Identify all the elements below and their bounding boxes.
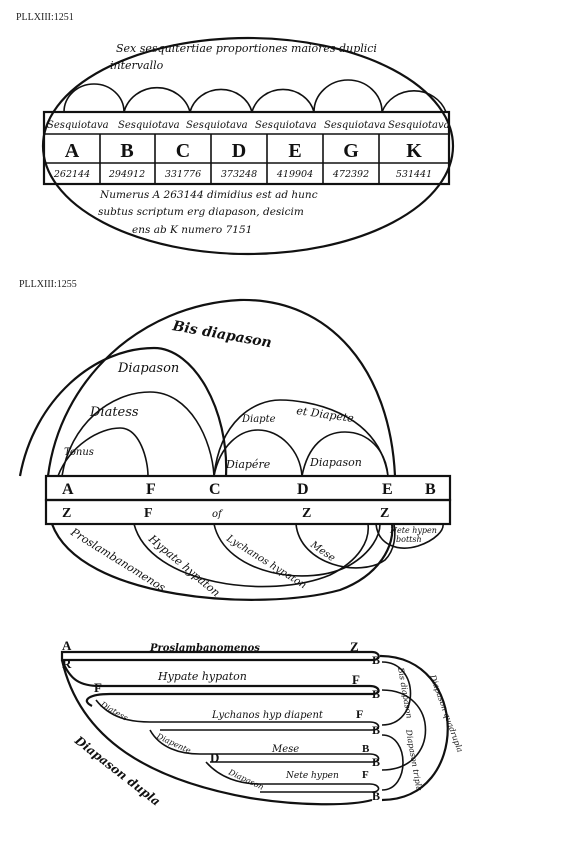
fig3-staves: [60, 650, 380, 806]
figure1-label: PLLXIII:1251: [16, 12, 74, 23]
fig3-right-label: Diapason tripla: [404, 728, 424, 792]
fig1-note: B: [120, 140, 133, 162]
fig2-label-et-diapente: et Diapete: [296, 404, 356, 425]
fig3-label-diapason-dupla: Diapason dupla: [71, 733, 163, 809]
fig1-table: [42, 110, 451, 186]
fig2-arc-diapente: [213, 399, 389, 477]
fig2-label-diapason-small: Diapason: [309, 456, 362, 469]
fig3-label-diapente: Diapente: [154, 731, 192, 755]
figure3: A R F D Proslambanomenos Z Hypate hypato…: [60, 638, 465, 809]
fig3-b-mark: B: [372, 687, 380, 701]
fig2-arc-diapente-small: [213, 429, 303, 477]
fig3-right-loops: [379, 654, 449, 802]
fig3-row-right: F: [356, 707, 363, 721]
fig2-arc-tonus: [57, 427, 149, 477]
fig1-ratio-label: Sesquiotava: [186, 120, 248, 131]
fig3-left-letter: A: [62, 638, 72, 653]
fig1-number: 373248: [221, 169, 257, 180]
fig1-caption-bottom-1: Numerus A 263144 dimidius est ad hunc: [99, 189, 318, 201]
fig3-row-right: F: [362, 769, 369, 781]
fig1-arcs: [63, 79, 447, 113]
fig3-left-letter: D: [210, 750, 219, 765]
fig3-left-letter: F: [94, 680, 102, 695]
fig1-number: 419904: [276, 169, 313, 180]
fig3-row-text: Nete hypen: [285, 771, 339, 781]
fig1-number: 331776: [165, 169, 201, 180]
fig1-note: K: [406, 140, 422, 162]
fig2-curve-hypate: [133, 523, 370, 588]
fig1-note: G: [343, 140, 359, 162]
fig1-ratio-label: Sesquiotava: [388, 120, 450, 131]
fig1-note: C: [176, 140, 190, 162]
fig1-ratio-label: Sesquiotava: [255, 120, 317, 131]
fig2-bottom-letter: F: [144, 506, 153, 521]
fig3-row-text: Proslambanomenos: [149, 643, 260, 654]
fig3-left-letter: R: [62, 656, 72, 671]
fig2-top-letter: E: [382, 481, 393, 498]
fig2-top-letter: B: [425, 481, 436, 498]
fig2-label-diapente-upper: Diapte: [241, 414, 276, 425]
fig2-arc-bis-diapason: [46, 298, 397, 477]
fig1-caption-bottom-2: subtus scriptum erg diapason, desicim: [98, 206, 304, 218]
fig2-label-nete-1: Nete hypen: [389, 526, 437, 535]
fig3-row-right: F: [352, 672, 360, 687]
fig2-label-nete-2: bottsh: [396, 535, 422, 544]
fig1-oval: [41, 36, 455, 256]
fig2-band-bottom: [44, 498, 452, 526]
fig1-ratio-label: Sesquiotava: [324, 120, 386, 131]
fig2-label-tonus: Tonus: [64, 447, 94, 458]
fig1-note: E: [288, 140, 301, 162]
fig1-ratio-label: Sesquiotava: [118, 120, 180, 131]
figure1: Sex sesquitertiae proportiones maiores d…: [41, 36, 455, 256]
fig2-arc-diatess: [61, 391, 215, 477]
fig1-note: A: [65, 140, 80, 162]
fig2-label-diapason: Diapason: [117, 361, 179, 376]
fig2-curve-lychanos: [213, 523, 381, 577]
fig1-number: 262144: [53, 169, 90, 180]
fig1-caption-top-1: Sex sesquitertiae proportiones maiores d…: [116, 42, 377, 55]
fig2-bottom-letter: Z: [380, 506, 389, 521]
fig2-curve-nete: [375, 523, 444, 549]
fig2-arc-diapason: [18, 346, 228, 477]
fig2-bottom-letter: Z: [302, 506, 311, 521]
fig1-number: 531441: [396, 169, 432, 180]
fig1-ratio-label: Sesquiotava: [47, 120, 109, 131]
fig2-label-diatess: Diatess: [89, 405, 139, 420]
fig3-label-diatess: Diatess: [98, 699, 129, 722]
fig2-label-lychanos: Lychanos hypaton: [224, 533, 309, 592]
fig3-row-text: Mese: [271, 744, 299, 755]
fig2-top-letter: F: [146, 481, 156, 498]
fig1-number: 294912: [108, 169, 145, 180]
fig3-row-right: Z: [350, 639, 359, 654]
fig3-b-mark: B: [372, 789, 380, 803]
fig2-bottom-letter: of: [212, 509, 224, 520]
fig1-note: D: [232, 140, 246, 162]
fig3-b-mark: B: [372, 653, 380, 667]
fig2-top-letter: D: [297, 481, 309, 498]
fig1-caption-bottom-3: ens ab K numero 7151: [132, 224, 252, 236]
fig1-caption-top-2: intervallo: [110, 59, 164, 72]
fig3-row-text: Lychanos hyp diapent: [211, 710, 324, 721]
fig3-b-mark: B: [372, 755, 380, 769]
fig2-top-letter: A: [62, 481, 74, 498]
fig2-top-letter: C: [209, 481, 221, 498]
fig2-arc-diapason-small: [301, 431, 389, 477]
fig2-curve-mese: [295, 523, 396, 569]
fig1-columns: [99, 134, 380, 184]
fig2-curve-proslambanomenos: [50, 523, 394, 601]
fig2-label-bis-diapason: Bis diapason: [170, 318, 273, 351]
figure2: Bis diapason Diapason Diatess Tonus Diap…: [18, 298, 452, 601]
fig3-row-right: B: [362, 743, 370, 755]
fig1-number: 472392: [332, 169, 369, 180]
fig3-b-mark: B: [372, 723, 380, 737]
fig2-bottom-letter: Z: [62, 506, 71, 521]
fig3-row-text: Hypate hypaton: [157, 670, 247, 683]
figure2-label: PLLXIII:1255: [19, 279, 77, 290]
fig2-label-diapente: Diapére: [225, 458, 271, 471]
